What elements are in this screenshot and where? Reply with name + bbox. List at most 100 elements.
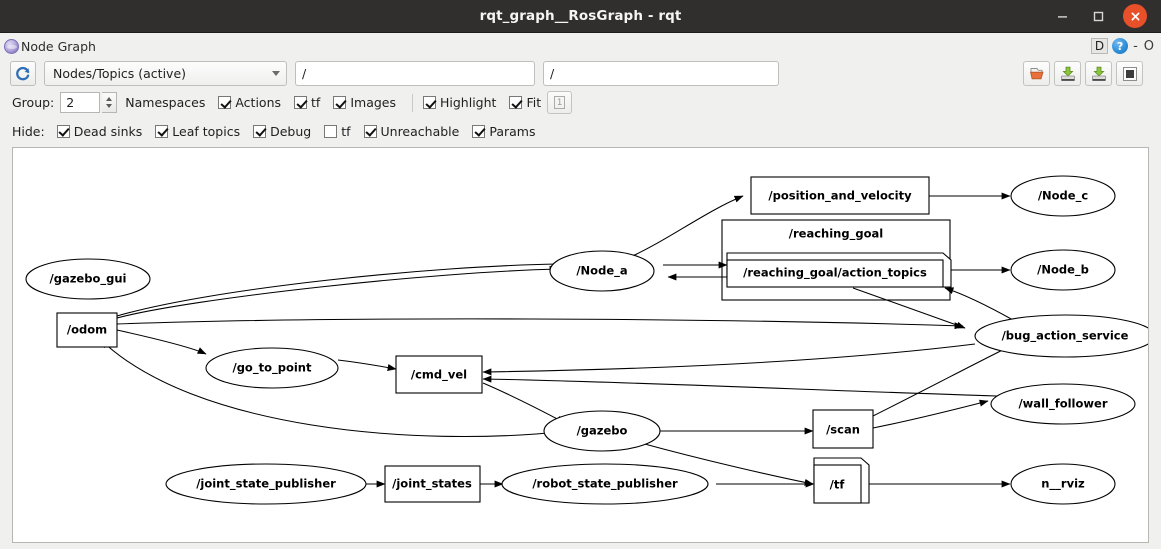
checkbox-params[interactable]: Params xyxy=(472,124,535,139)
plugin-header: Node Graph D ? - O xyxy=(0,33,1161,59)
debug-label: Debug xyxy=(270,123,312,139)
toolbar-separator xyxy=(412,93,413,112)
close-button[interactable] xyxy=(1123,4,1147,28)
namespaces-label: Namespaces xyxy=(125,95,206,110)
checkbox-actions[interactable]: Actions xyxy=(218,95,281,110)
actions-checkbox[interactable] xyxy=(218,96,232,109)
images-label: Images xyxy=(350,95,396,110)
edge-node_a-position_and_velocity xyxy=(627,195,744,259)
stepper-up-icon[interactable] xyxy=(106,97,113,101)
graph-node-wall_follower[interactable]: /wall_follower xyxy=(990,383,1136,425)
stepper-down-icon[interactable] xyxy=(106,104,113,108)
edge-gazebo-odom xyxy=(100,339,570,438)
graph-node-action_topics[interactable]: /reaching_goal/action_topics xyxy=(726,252,952,288)
graph-node-label: /go_to_point xyxy=(233,361,312,376)
params-label: Params xyxy=(489,123,536,139)
graph-node-node_b[interactable]: /Node_b xyxy=(1010,249,1116,291)
checkbox-unreachable[interactable]: Unreachable xyxy=(363,123,460,139)
group-value: 2 xyxy=(66,95,75,110)
group-stepper[interactable] xyxy=(102,92,118,113)
close-plugin-button[interactable]: O xyxy=(1143,38,1154,54)
group-label: Group: xyxy=(12,95,55,110)
graph-nodes: /gazebo_gui /odom /go_to_point /cmd_vel xyxy=(25,175,1149,505)
graph-type-select[interactable]: Nodes/Topics (active) xyxy=(44,61,287,86)
dead-sinks-checkbox[interactable] xyxy=(56,124,70,138)
unreachable-checkbox[interactable] xyxy=(363,124,377,138)
checkbox-dead-sinks[interactable]: Dead sinks xyxy=(56,124,142,139)
checkbox-fit[interactable]: Fit xyxy=(509,95,541,110)
save-dot-icon xyxy=(1060,66,1075,81)
node-graph-canvas[interactable]: /reaching_goal xyxy=(12,147,1149,543)
graph-node-gazebo_gui[interactable]: /gazebo_gui xyxy=(25,258,151,300)
chevron-down-icon xyxy=(272,71,280,76)
edge-cmd_vel-gazebo xyxy=(482,382,566,424)
save-dot-button[interactable] xyxy=(1054,61,1081,86)
save-image-icon xyxy=(1091,66,1106,81)
debug-checkbox[interactable] xyxy=(253,124,267,138)
graph-node-robot_state_publisher[interactable]: /robot_state_publisher xyxy=(501,463,709,505)
graph-node-bug_action_service[interactable]: /bug_action_service xyxy=(974,314,1149,358)
graph-node-label: /cmd_vel xyxy=(411,368,467,383)
node-graph-svg[interactable]: /reaching_goal xyxy=(13,148,1149,540)
group-spinbox[interactable]: 2 xyxy=(60,92,101,113)
fit-in-view-button[interactable] xyxy=(1116,61,1143,86)
params-checkbox[interactable] xyxy=(472,124,486,138)
highlight-checkbox[interactable] xyxy=(423,96,436,109)
graph-export-buttons xyxy=(1023,61,1155,86)
window-title: rqt_graph__RosGraph - rqt xyxy=(479,8,682,24)
graph-node-scan[interactable]: /scan xyxy=(812,409,874,449)
tf-checkbox[interactable] xyxy=(294,96,308,109)
graph-node-position_and_velocity[interactable]: /position_and_velocity xyxy=(750,176,930,215)
refresh-button[interactable] xyxy=(10,61,36,86)
graph-node-label: /Node_b xyxy=(1037,263,1089,278)
window-controls xyxy=(1051,4,1161,28)
refresh-icon xyxy=(16,66,30,80)
zoom-reset-button[interactable]: 1 xyxy=(547,91,573,114)
graph-node-cmd_vel[interactable]: /cmd_vel xyxy=(395,355,483,394)
open-folder-icon xyxy=(1029,67,1043,79)
minimize-plugin-button[interactable]: - xyxy=(1133,38,1138,54)
fit-checkbox[interactable] xyxy=(509,96,523,109)
checkbox-hide-tf[interactable]: tf xyxy=(324,123,351,139)
graph-node-n__rviz[interactable]: n__rviz xyxy=(1010,463,1116,505)
checkbox-tf[interactable]: tf xyxy=(294,95,320,110)
graph-node-label: /bug_action_service xyxy=(1002,329,1129,344)
maximize-button[interactable] xyxy=(1087,5,1109,27)
checkbox-debug[interactable]: Debug xyxy=(253,124,311,139)
graph-node-gazebo[interactable]: /gazebo xyxy=(543,410,661,452)
unreachable-label: Unreachable xyxy=(380,123,460,139)
graph-node-odom[interactable]: /odom xyxy=(56,312,118,348)
graph-hide-row: Hide: Dead sinks Leaf topics Debug tf Un… xyxy=(0,117,1161,145)
tf-label: tf xyxy=(311,95,321,110)
graph-node-joint_states[interactable]: /joint_states xyxy=(384,465,481,503)
hide-tf-label: tf xyxy=(341,123,351,139)
graph-type-value: Nodes/Topics (active) xyxy=(53,66,187,81)
edge-scan-wall_follower xyxy=(872,399,989,429)
graph-edges xyxy=(100,192,1024,488)
graph-node-tf[interactable]: /tf xyxy=(813,457,870,504)
edge-wall_follower-cmd_vel xyxy=(482,375,998,397)
load-dot-button[interactable] xyxy=(1023,61,1050,86)
namespace-filter-input[interactable]: / xyxy=(295,61,535,86)
graph-node-node_c[interactable]: /Node_c xyxy=(1010,175,1116,217)
edge-odom-go_to_point xyxy=(116,329,207,355)
save-image-button[interactable] xyxy=(1085,61,1112,86)
hide-tf-checkbox[interactable] xyxy=(324,124,338,138)
topic-filter-input[interactable]: / xyxy=(543,61,779,86)
checkbox-images[interactable]: Images xyxy=(333,95,396,110)
checkbox-highlight[interactable]: Highlight xyxy=(423,95,496,110)
graph-node-joint_state_publisher[interactable]: /joint_state_publisher xyxy=(165,463,367,505)
graph-node-go_to_point[interactable]: /go_to_point xyxy=(205,347,339,389)
leaf-topics-checkbox[interactable] xyxy=(155,124,169,138)
leaf-topics-label: Leaf topics xyxy=(172,123,241,139)
checkbox-leaf-topics[interactable]: Leaf topics xyxy=(155,124,240,139)
help-icon[interactable]: ? xyxy=(1112,38,1129,54)
ros-logo-icon xyxy=(4,38,19,54)
minimize-button[interactable] xyxy=(1051,5,1073,27)
graph-node-node_a[interactable]: /Node_a xyxy=(549,250,655,292)
graph-options-row: Group: 2 Namespaces Actions tf Images Hi… xyxy=(0,88,1161,117)
hide-label: Hide: xyxy=(12,123,45,139)
dock-widget-button[interactable]: D xyxy=(1090,38,1109,54)
highlight-label: Highlight xyxy=(440,95,497,110)
images-checkbox[interactable] xyxy=(333,96,347,109)
